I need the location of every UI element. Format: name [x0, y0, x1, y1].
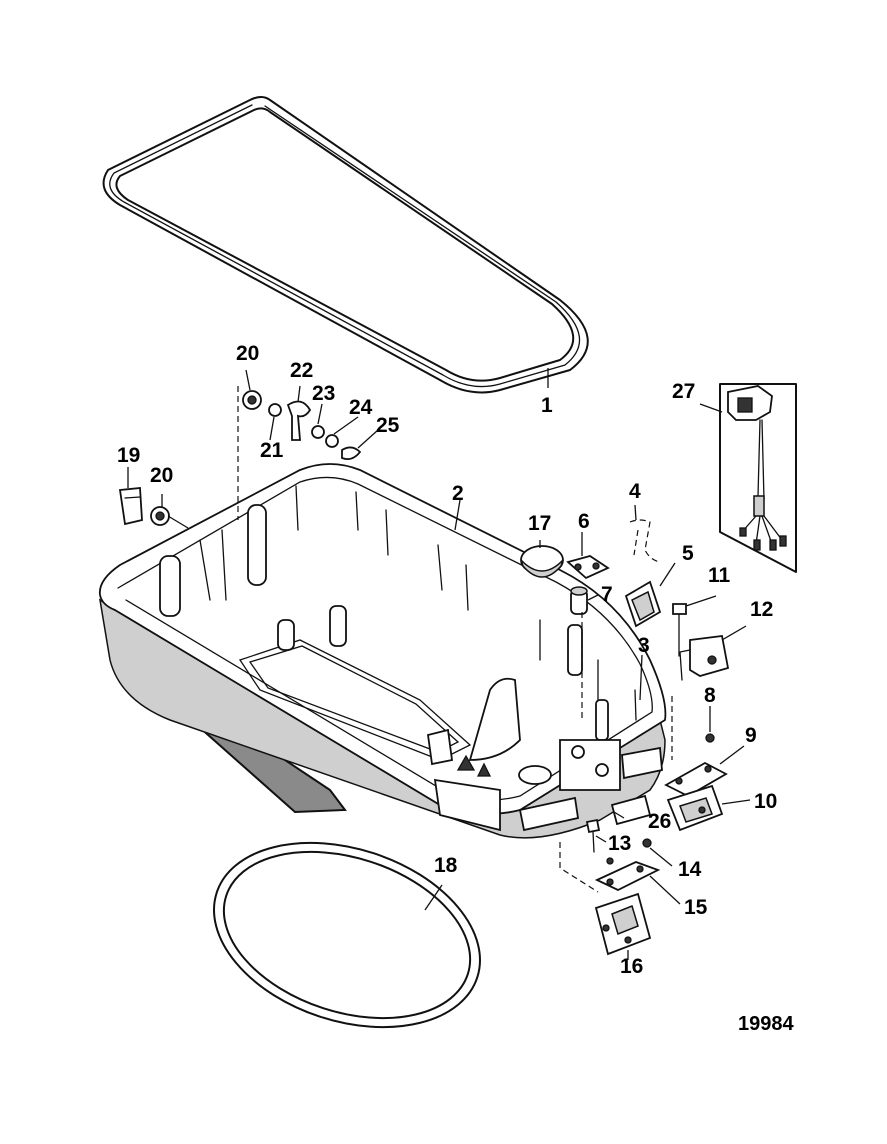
- switch-housing: [624, 580, 662, 628]
- plate-16: [594, 892, 652, 956]
- callout-2: 2: [452, 482, 464, 505]
- callout-25: 25: [376, 414, 400, 437]
- retainer-15: [594, 861, 661, 892]
- screw-11: [672, 603, 687, 657]
- bracket-plate: [679, 635, 730, 681]
- callout-12: 12: [750, 598, 773, 621]
- screws-13-14: [585, 818, 652, 865]
- plate-10: [666, 784, 724, 832]
- seal-top: [102, 96, 589, 394]
- callout-11: 11: [708, 564, 731, 587]
- grommet: [570, 586, 588, 615]
- callout-14: 14: [678, 858, 702, 881]
- clip: [566, 555, 610, 580]
- callout-21: 21: [260, 439, 284, 462]
- harness-detail: [719, 383, 797, 573]
- callout-24: 24: [349, 396, 373, 419]
- callout-10: 10: [754, 790, 777, 813]
- callout-8: 8: [704, 684, 716, 707]
- callout-19: 19: [117, 444, 140, 467]
- callout-20-top: 20: [236, 342, 259, 365]
- bottom-cowl: [98, 463, 667, 839]
- figure-number: 19984: [738, 1013, 794, 1035]
- callout-7: 7: [601, 583, 613, 606]
- callout-22: 22: [290, 359, 313, 382]
- callout-labels: 1 2 3 4 5 6 7 8 9 10 11 12 13 14 15 16 1…: [117, 342, 777, 978]
- callout-4: 4: [629, 480, 641, 503]
- retainer-9: [664, 733, 728, 798]
- callout-3: 3: [638, 634, 650, 657]
- callout-1: 1: [541, 394, 553, 417]
- callout-13: 13: [608, 832, 631, 855]
- callout-26: 26: [648, 810, 671, 833]
- callout-16: 16: [620, 955, 643, 978]
- callout-9: 9: [745, 724, 757, 747]
- callout-20-side: 20: [150, 464, 173, 487]
- callout-15: 15: [684, 896, 708, 919]
- callout-18: 18: [434, 854, 458, 877]
- leader-lines: [127, 368, 751, 960]
- seal-bottom: [213, 841, 481, 1029]
- callout-27: 27: [672, 380, 695, 403]
- bracket-dashed: [629, 519, 661, 563]
- callout-23: 23: [312, 382, 335, 405]
- callout-6: 6: [578, 510, 590, 533]
- plug: [520, 545, 564, 578]
- callout-5: 5: [682, 542, 694, 565]
- callout-17: 17: [528, 512, 551, 535]
